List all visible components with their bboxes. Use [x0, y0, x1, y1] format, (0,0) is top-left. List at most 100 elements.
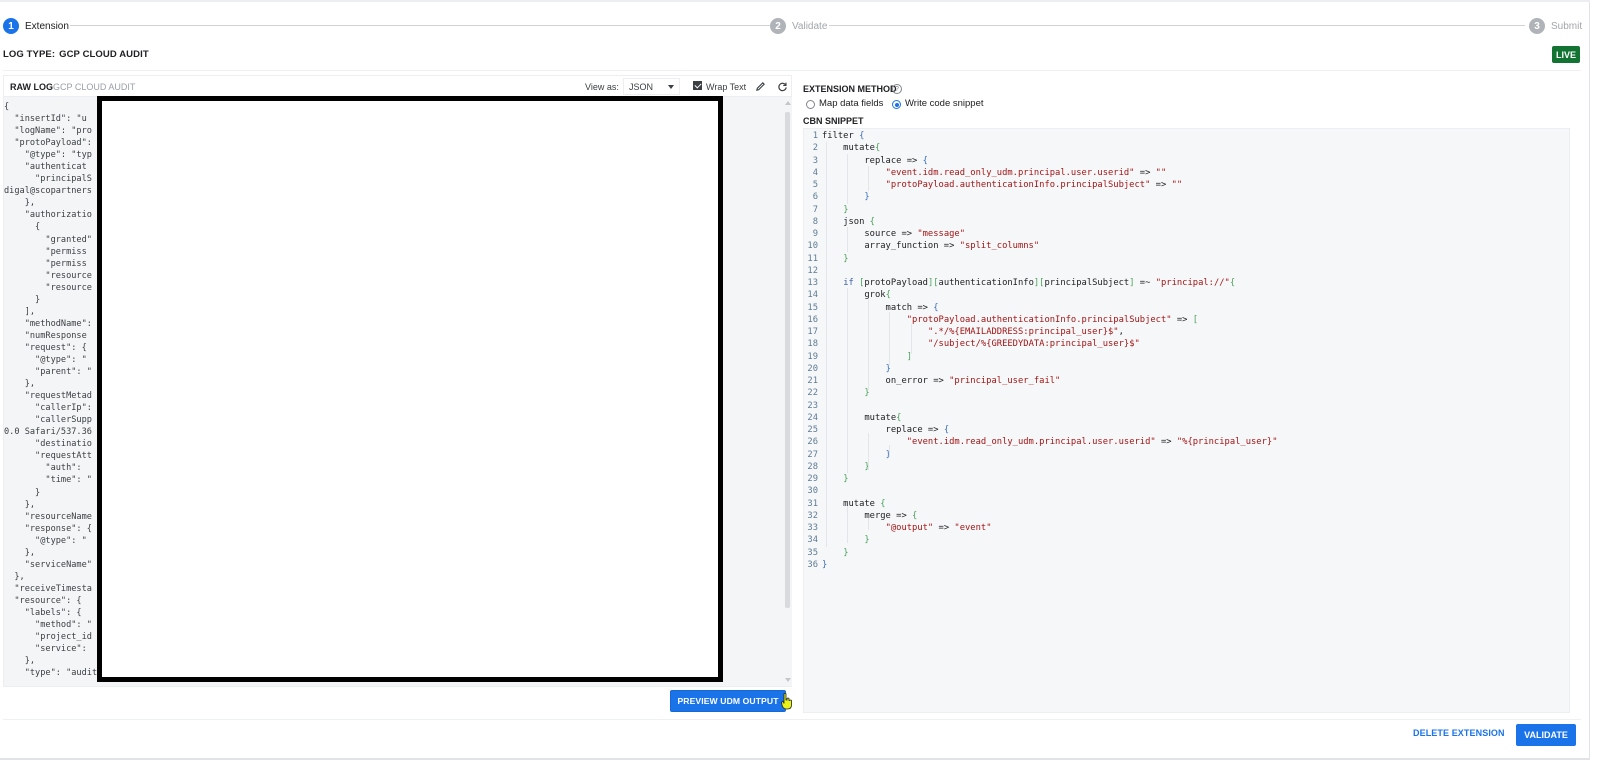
scroll-thumb[interactable] [785, 112, 790, 608]
raw-log-line: ], [4, 306, 36, 317]
line-number: 20 [807, 363, 818, 374]
raw-log-line: } [4, 294, 41, 305]
indent-guide [826, 142, 827, 547]
radio-label-map-data-fields[interactable]: Map data fields [819, 98, 884, 109]
line-content: } [822, 449, 891, 461]
scroll-down-arrow[interactable] [785, 678, 791, 682]
raw-log-line: "labels": { [4, 607, 82, 618]
line-content: } [822, 559, 828, 570]
code-line: 36} [804, 559, 1569, 571]
line-content: filter { [822, 131, 865, 141]
line-content: } [885, 363, 891, 374]
raw-log-title: RAW LOG [10, 82, 53, 92]
code-line: 33 "@output" => "event" [804, 522, 1569, 534]
line-number: 6 [812, 192, 818, 203]
scroll-up-arrow[interactable] [785, 101, 791, 105]
step-extension[interactable]: 1 Extension [3, 17, 69, 35]
indent-guide [868, 166, 869, 191]
line-content: "event.idm.read_only_udm.principal.user.… [906, 437, 1278, 448]
line-number: 35 [807, 547, 818, 558]
wrap-text-checkbox[interactable] [693, 81, 702, 90]
raw-log-line: "request": { [4, 342, 87, 353]
refresh-icon[interactable] [777, 81, 788, 92]
indent-guide [847, 506, 848, 543]
redaction-box [97, 96, 723, 682]
raw-log-line: "@type": " [4, 354, 87, 365]
raw-log-line: "numResponse [4, 330, 87, 341]
line-number: 33 [807, 523, 818, 533]
code-line: 35 } [804, 547, 1569, 559]
code-line: 25 replace => { [804, 424, 1569, 436]
raw-log-line: } [4, 487, 41, 498]
line-content: grok{ [822, 290, 891, 301]
raw-log-line: "@type": "typ [4, 150, 92, 161]
code-line: 22 } [804, 387, 1569, 399]
code-line: 8 json { [804, 216, 1569, 228]
raw-log-line: "service": [4, 644, 87, 655]
line-number: 28 [807, 461, 818, 472]
code-line: 2 mutate{ [804, 142, 1569, 154]
code-line: 6 } [804, 191, 1569, 203]
line-content: "protoPayload.authenticationInfo.princip… [885, 180, 1183, 190]
raw-log-line: "granted" [4, 234, 92, 245]
radio-map-data-fields[interactable] [806, 100, 815, 109]
step-connector [829, 25, 1525, 26]
step-submit[interactable]: 3 Submit [1529, 17, 1582, 35]
view-as-select[interactable]: JSON [623, 78, 680, 95]
raw-log-line: "resource [4, 282, 92, 293]
footer-divider [3, 719, 1581, 720]
indent-guide [868, 300, 869, 390]
step-validate[interactable]: 2 Validate [770, 17, 827, 35]
line-content: array_function => "split_columns" [822, 241, 1040, 252]
line-content: } [843, 204, 849, 215]
preview-udm-output-button[interactable]: PREVIEW UDM OUTPUT [670, 690, 786, 712]
raw-log-scrollbar[interactable] [783, 98, 792, 686]
line-content: } [822, 461, 869, 473]
raw-log-line: "protoPayload": [4, 138, 92, 149]
code-line: 5 "protoPayload.authenticationInfo.princ… [804, 179, 1569, 191]
raw-log-line: }, [4, 499, 36, 510]
raw-log-line: }, [4, 379, 36, 390]
line-number: 5 [812, 180, 818, 190]
extension-method-title: EXTENSION METHOD [803, 84, 897, 94]
live-status-badge: LIVE [1552, 46, 1580, 63]
line-number: 12 [807, 265, 818, 276]
line-number: 23 [807, 400, 818, 411]
raw-log-line: digal@scopartners [4, 186, 92, 197]
help-icon[interactable]: ? [892, 84, 902, 94]
indent-guide [847, 227, 848, 252]
code-line: 30 [804, 485, 1569, 497]
line-number: 25 [807, 425, 818, 435]
line-number: 26 [807, 437, 818, 448]
code-line: 14 grok{ [804, 289, 1569, 301]
line-content: "/subject/%{GREEDYDATA:principal_user}$" [927, 339, 1140, 350]
raw-log-line: "resource [4, 270, 92, 281]
line-content: mutate{ [822, 412, 902, 423]
wrap-text-label[interactable]: Wrap Text [706, 82, 747, 92]
header-divider [3, 70, 1581, 71]
line-number: 1 [812, 131, 818, 141]
line-content: merge => { [822, 510, 918, 521]
line-number: 24 [807, 412, 818, 423]
pencil-icon[interactable] [755, 81, 766, 92]
line-number: 14 [807, 290, 818, 301]
line-content: match => { [822, 302, 939, 313]
indent-guide [847, 288, 848, 473]
delete-extension-button[interactable]: DELETE EXTENSION [1413, 728, 1505, 738]
line-content: on_error => "principal_user_fail" [822, 376, 1061, 386]
line-number: 11 [807, 253, 818, 264]
line-number: 32 [807, 510, 818, 521]
raw-log-line: }, [4, 547, 36, 558]
code-line: 19 ] [804, 351, 1569, 363]
raw-log-line: "insertId": "u [4, 114, 87, 125]
code-line: 12 [804, 265, 1569, 277]
raw-log-line: "project_id [4, 632, 92, 643]
radio-write-code-snippet[interactable] [892, 100, 901, 109]
validate-button[interactable]: VALIDATE [1516, 724, 1576, 746]
line-content: ".*/%{EMAILADDRESS:principal_user}$", [927, 327, 1124, 337]
radio-label-write-code-snippet[interactable]: Write code snippet [905, 98, 984, 109]
top-border [0, 0, 1590, 2]
indent-guide [868, 433, 869, 470]
line-number: 36 [807, 559, 818, 570]
